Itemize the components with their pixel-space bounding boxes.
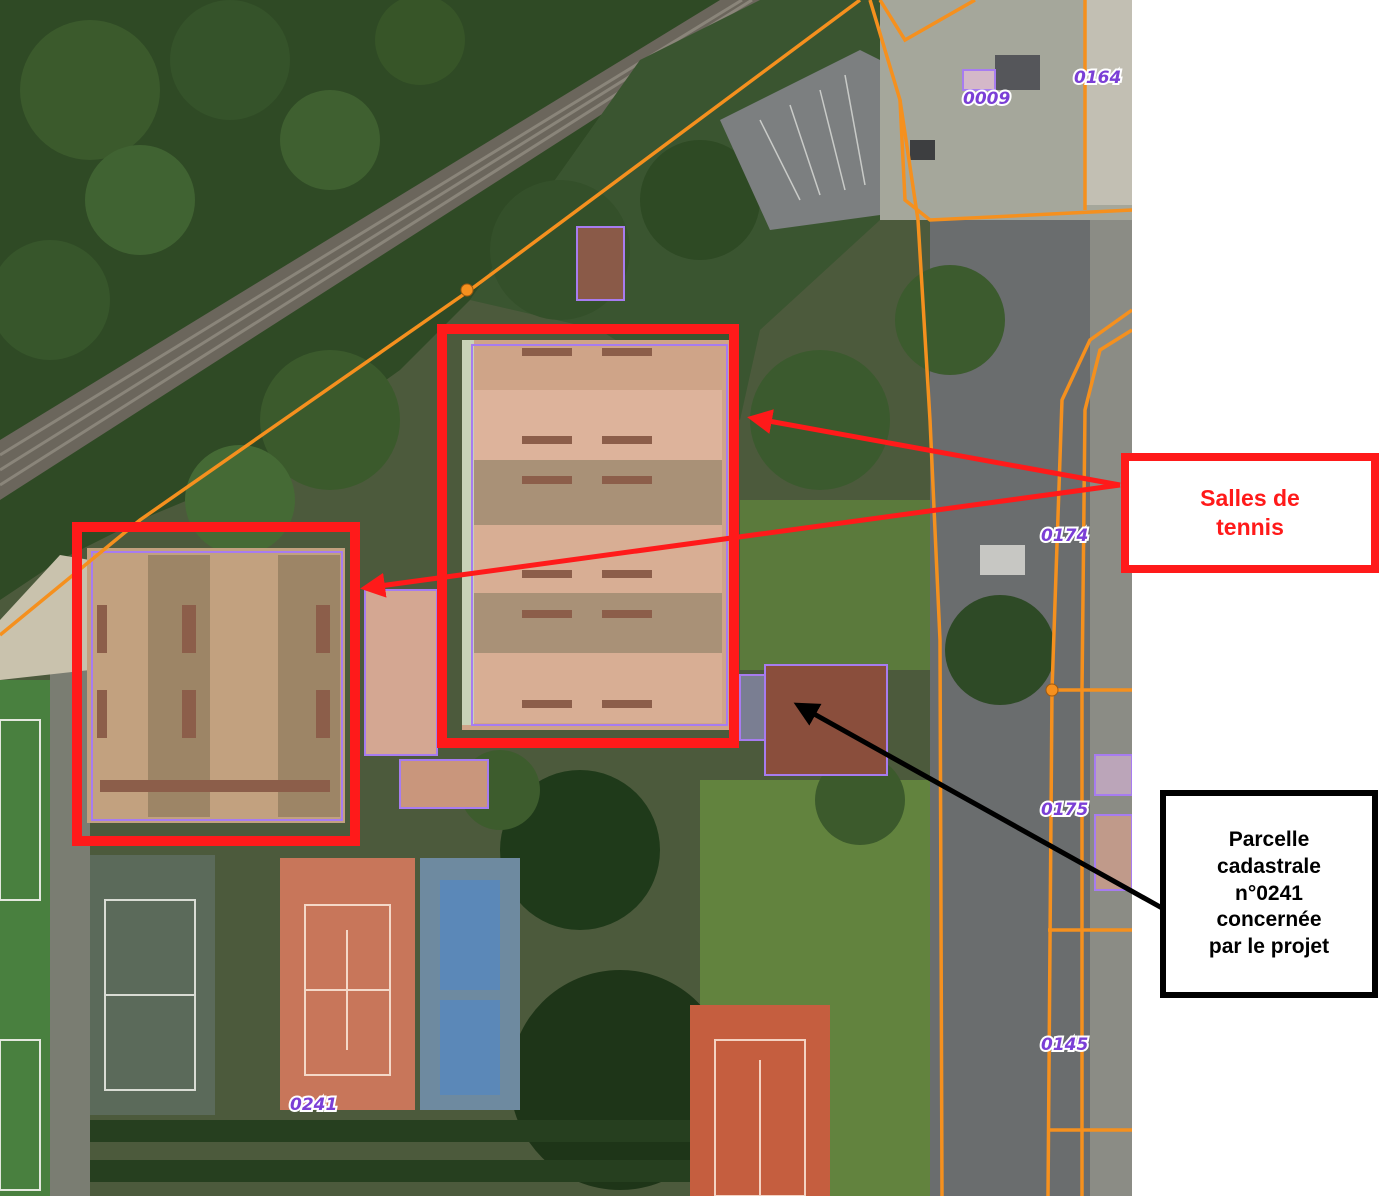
parking-lot bbox=[720, 50, 880, 230]
annex-building bbox=[364, 589, 438, 756]
callout-parcel-line: Parcelle bbox=[1228, 827, 1310, 851]
tennis-hall-left bbox=[87, 548, 345, 823]
forest-area bbox=[0, 0, 760, 600]
boundary-node bbox=[460, 283, 474, 297]
callout-parcel-line: n°0241 bbox=[1235, 881, 1303, 905]
shed bbox=[576, 226, 625, 301]
parcel-label-0175: 0175 bbox=[1041, 800, 1088, 820]
parcel-label-0241: 0241 bbox=[290, 1095, 337, 1115]
callout-tennis-halls: Salles de tennis bbox=[1121, 453, 1379, 573]
tennis-court bbox=[90, 855, 215, 1115]
arrow-to-left-hall bbox=[360, 482, 1121, 598]
parcel-label-0174: 0174 bbox=[1041, 526, 1088, 546]
parcel-label-0164: 0164 bbox=[1074, 68, 1121, 88]
callout-parcel-line: concernée bbox=[1216, 908, 1322, 932]
arrow-to-parcel-0241 bbox=[793, 702, 1164, 911]
callout-parcel-line: par le projet bbox=[1208, 935, 1330, 959]
road bbox=[930, 220, 1090, 1196]
callout-tennis-line: Salles de bbox=[1200, 484, 1300, 511]
parcel-label-0145: 0145 bbox=[1041, 1035, 1088, 1055]
callout-parcel-0241: Parcelle cadastrale n°0241 concernée par… bbox=[1160, 790, 1378, 998]
highlight-tennis-hall-left bbox=[72, 522, 360, 846]
parcel-boundaries bbox=[0, 0, 1134, 1196]
arrow-to-main-hall bbox=[747, 409, 1121, 488]
boundary-node bbox=[1045, 683, 1059, 697]
tennis-hall-main bbox=[462, 340, 729, 730]
callout-tennis-line: tennis bbox=[1216, 514, 1284, 540]
callout-parcel-line: cadastrale bbox=[1217, 854, 1321, 878]
parcel-label-0009: 0009 bbox=[963, 89, 1010, 109]
